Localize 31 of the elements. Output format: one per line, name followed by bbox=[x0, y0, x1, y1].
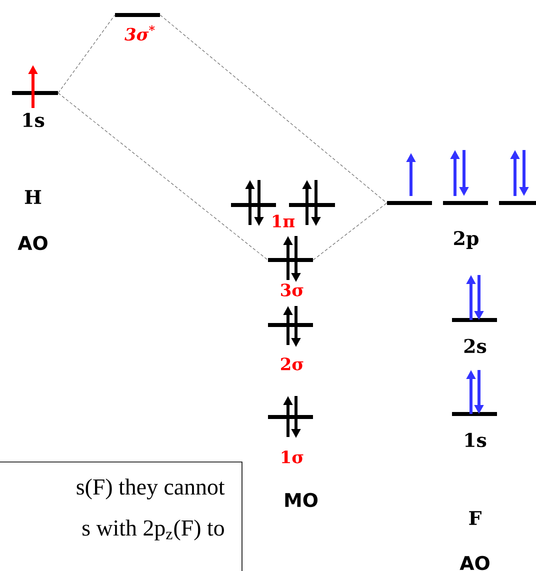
energy-level: 1s bbox=[452, 412, 497, 448]
axis-label: MO bbox=[285, 492, 318, 508]
node-label: 2p bbox=[454, 231, 478, 249]
energy-level: 3σ bbox=[268, 258, 313, 296]
energy-level bbox=[387, 201, 432, 205]
energy-level: 2s bbox=[452, 318, 497, 354]
dashed-line bbox=[58, 92, 268, 260]
dashed-line bbox=[312, 202, 388, 260]
text-box: s(F) they cannot s with 2p$_{z}$(F) to bbox=[0, 462, 242, 571]
node-label: 1s bbox=[23, 112, 44, 128]
axis-label: H bbox=[24, 190, 42, 204]
node-label: 1s bbox=[465, 432, 486, 448]
axis-label: F bbox=[469, 511, 482, 525]
node-label: 3σ bbox=[281, 284, 304, 296]
energy-level: 3σ$^{*}$ bbox=[115, 13, 160, 41]
axis-label: AO bbox=[460, 556, 490, 570]
energy-level bbox=[289, 203, 335, 207]
energy-level: 2σ bbox=[268, 323, 313, 370]
dashed-line bbox=[160, 14, 388, 204]
energy-level: 2p bbox=[443, 201, 488, 249]
energy-level: 1s bbox=[12, 91, 58, 128]
node-label: 2s bbox=[464, 338, 486, 354]
node-label: 1π bbox=[272, 214, 295, 228]
node-label: 2σ bbox=[281, 358, 304, 370]
dashed-line bbox=[58, 14, 116, 94]
axis-label: AO bbox=[18, 236, 48, 250]
node-label: 3σ$^{*}$ bbox=[124, 25, 155, 41]
energy-level: 1σ bbox=[268, 415, 313, 464]
energy-level: 1π bbox=[231, 203, 295, 228]
energy-level bbox=[499, 201, 536, 205]
node-label: 1σ bbox=[282, 450, 304, 464]
